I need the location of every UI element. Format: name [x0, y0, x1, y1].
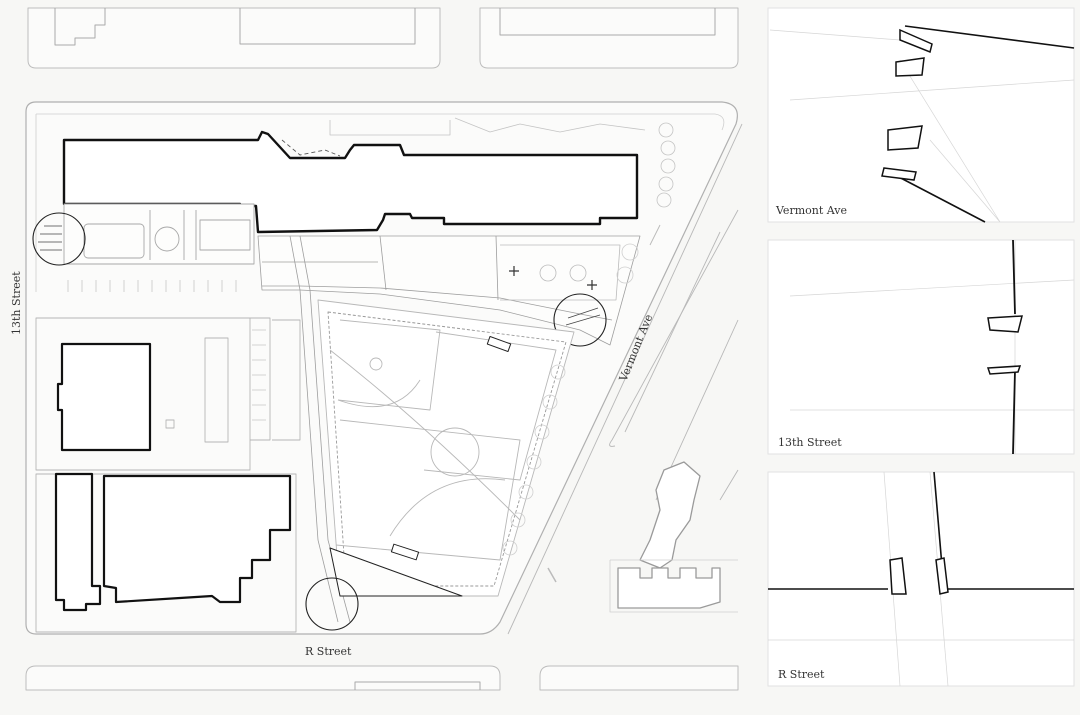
east-building-south [617, 567, 721, 609]
west-building-2 [54, 472, 102, 612]
detail-caption-vermont: Vermont Ave [775, 204, 847, 217]
r-street-entry-circle [305, 577, 359, 631]
parking-stripes [67, 280, 266, 421]
playground [317, 299, 575, 597]
detail-caption-r-street: R Street [778, 668, 825, 681]
vermont-trees [502, 243, 639, 556]
western-parcel [35, 317, 301, 471]
south-blocks [25, 665, 739, 691]
school-building [62, 130, 639, 234]
label-13th-street: 13th Street [10, 271, 23, 335]
north-blocks [27, 7, 739, 69]
west-building-1 [56, 342, 152, 452]
main-site-plan: 13th Street Vermont Ave R Street [10, 7, 743, 691]
detail-panel-vermont: Vermont Ave [767, 7, 1075, 223]
detail-caption-13th: 13th Street [778, 436, 842, 449]
detail-panel-13th: 13th Street [767, 239, 1075, 455]
detail-panel-r-street: R Street [767, 471, 1075, 687]
west-building-3 [102, 474, 292, 604]
paved-walkways [257, 235, 641, 623]
west-entry-circle [32, 212, 86, 266]
vermont-entry-circle [553, 293, 607, 347]
north-planting [329, 117, 676, 208]
west-wing [63, 203, 255, 265]
label-r-street: R Street [305, 645, 352, 658]
east-building [639, 461, 701, 569]
flag-markers [509, 266, 597, 290]
